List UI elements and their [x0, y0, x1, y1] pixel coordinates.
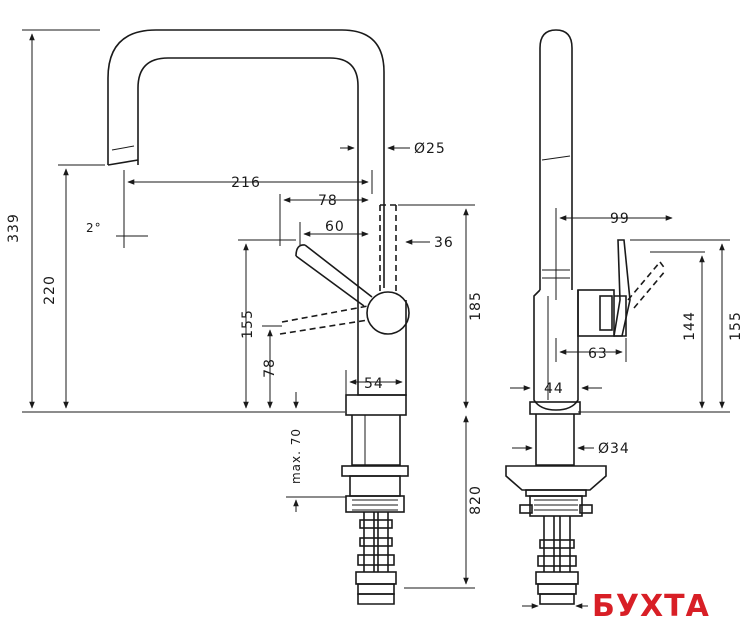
- dim-diameter-34: Ø34: [598, 441, 630, 457]
- dim-63: 63: [588, 346, 608, 362]
- front-view: 339 220 216 2° 78 60 36 155 78 185 54 Ø2…: [6, 29, 484, 605]
- side-spout: [539, 29, 573, 290]
- front-dimension-labels: 339 220 216 2° 78 60 36 155 78 185 54 Ø2…: [6, 141, 484, 515]
- lever-handle: [279, 204, 410, 335]
- dim-78-top: 78: [318, 193, 338, 209]
- dim-185: 185: [468, 291, 484, 321]
- dim-max-70: max. 70: [289, 428, 303, 484]
- dim-60: 60: [325, 219, 345, 235]
- dim-36: 36: [434, 235, 454, 251]
- supply-hoses: [355, 512, 397, 605]
- dim-339: 339: [6, 213, 22, 243]
- dim-144: 144: [682, 311, 698, 341]
- faucet-body: [341, 270, 409, 513]
- front-dimensions: [22, 29, 475, 589]
- dim-99: 99: [610, 211, 630, 227]
- faucet-spout: [107, 29, 385, 270]
- side-base: [505, 465, 607, 517]
- side-hoses: [535, 516, 579, 605]
- dim-2-degree: 2°: [86, 221, 102, 235]
- watermark-text: БУХТА: [592, 589, 710, 624]
- side-dimension-labels: 99 144 155 63 44 Ø34: [544, 211, 744, 457]
- dim-44: 44: [544, 381, 564, 397]
- side-view: 99 144 155 63 44 Ø34: [505, 29, 744, 609]
- dim-155-side: 155: [728, 311, 744, 341]
- dim-216: 216: [231, 175, 261, 191]
- dim-diameter-25: Ø25: [414, 141, 446, 157]
- dim-78-low: 78: [262, 358, 278, 378]
- side-dimensions: [510, 208, 730, 609]
- dim-220: 220: [42, 275, 58, 305]
- dim-820: 820: [468, 485, 484, 515]
- dim-155-front: 155: [240, 309, 256, 339]
- dim-54: 54: [364, 376, 384, 392]
- watermark-logo: БУХТА: [588, 582, 714, 624]
- side-lever: [613, 239, 667, 337]
- side-body: [529, 289, 627, 466]
